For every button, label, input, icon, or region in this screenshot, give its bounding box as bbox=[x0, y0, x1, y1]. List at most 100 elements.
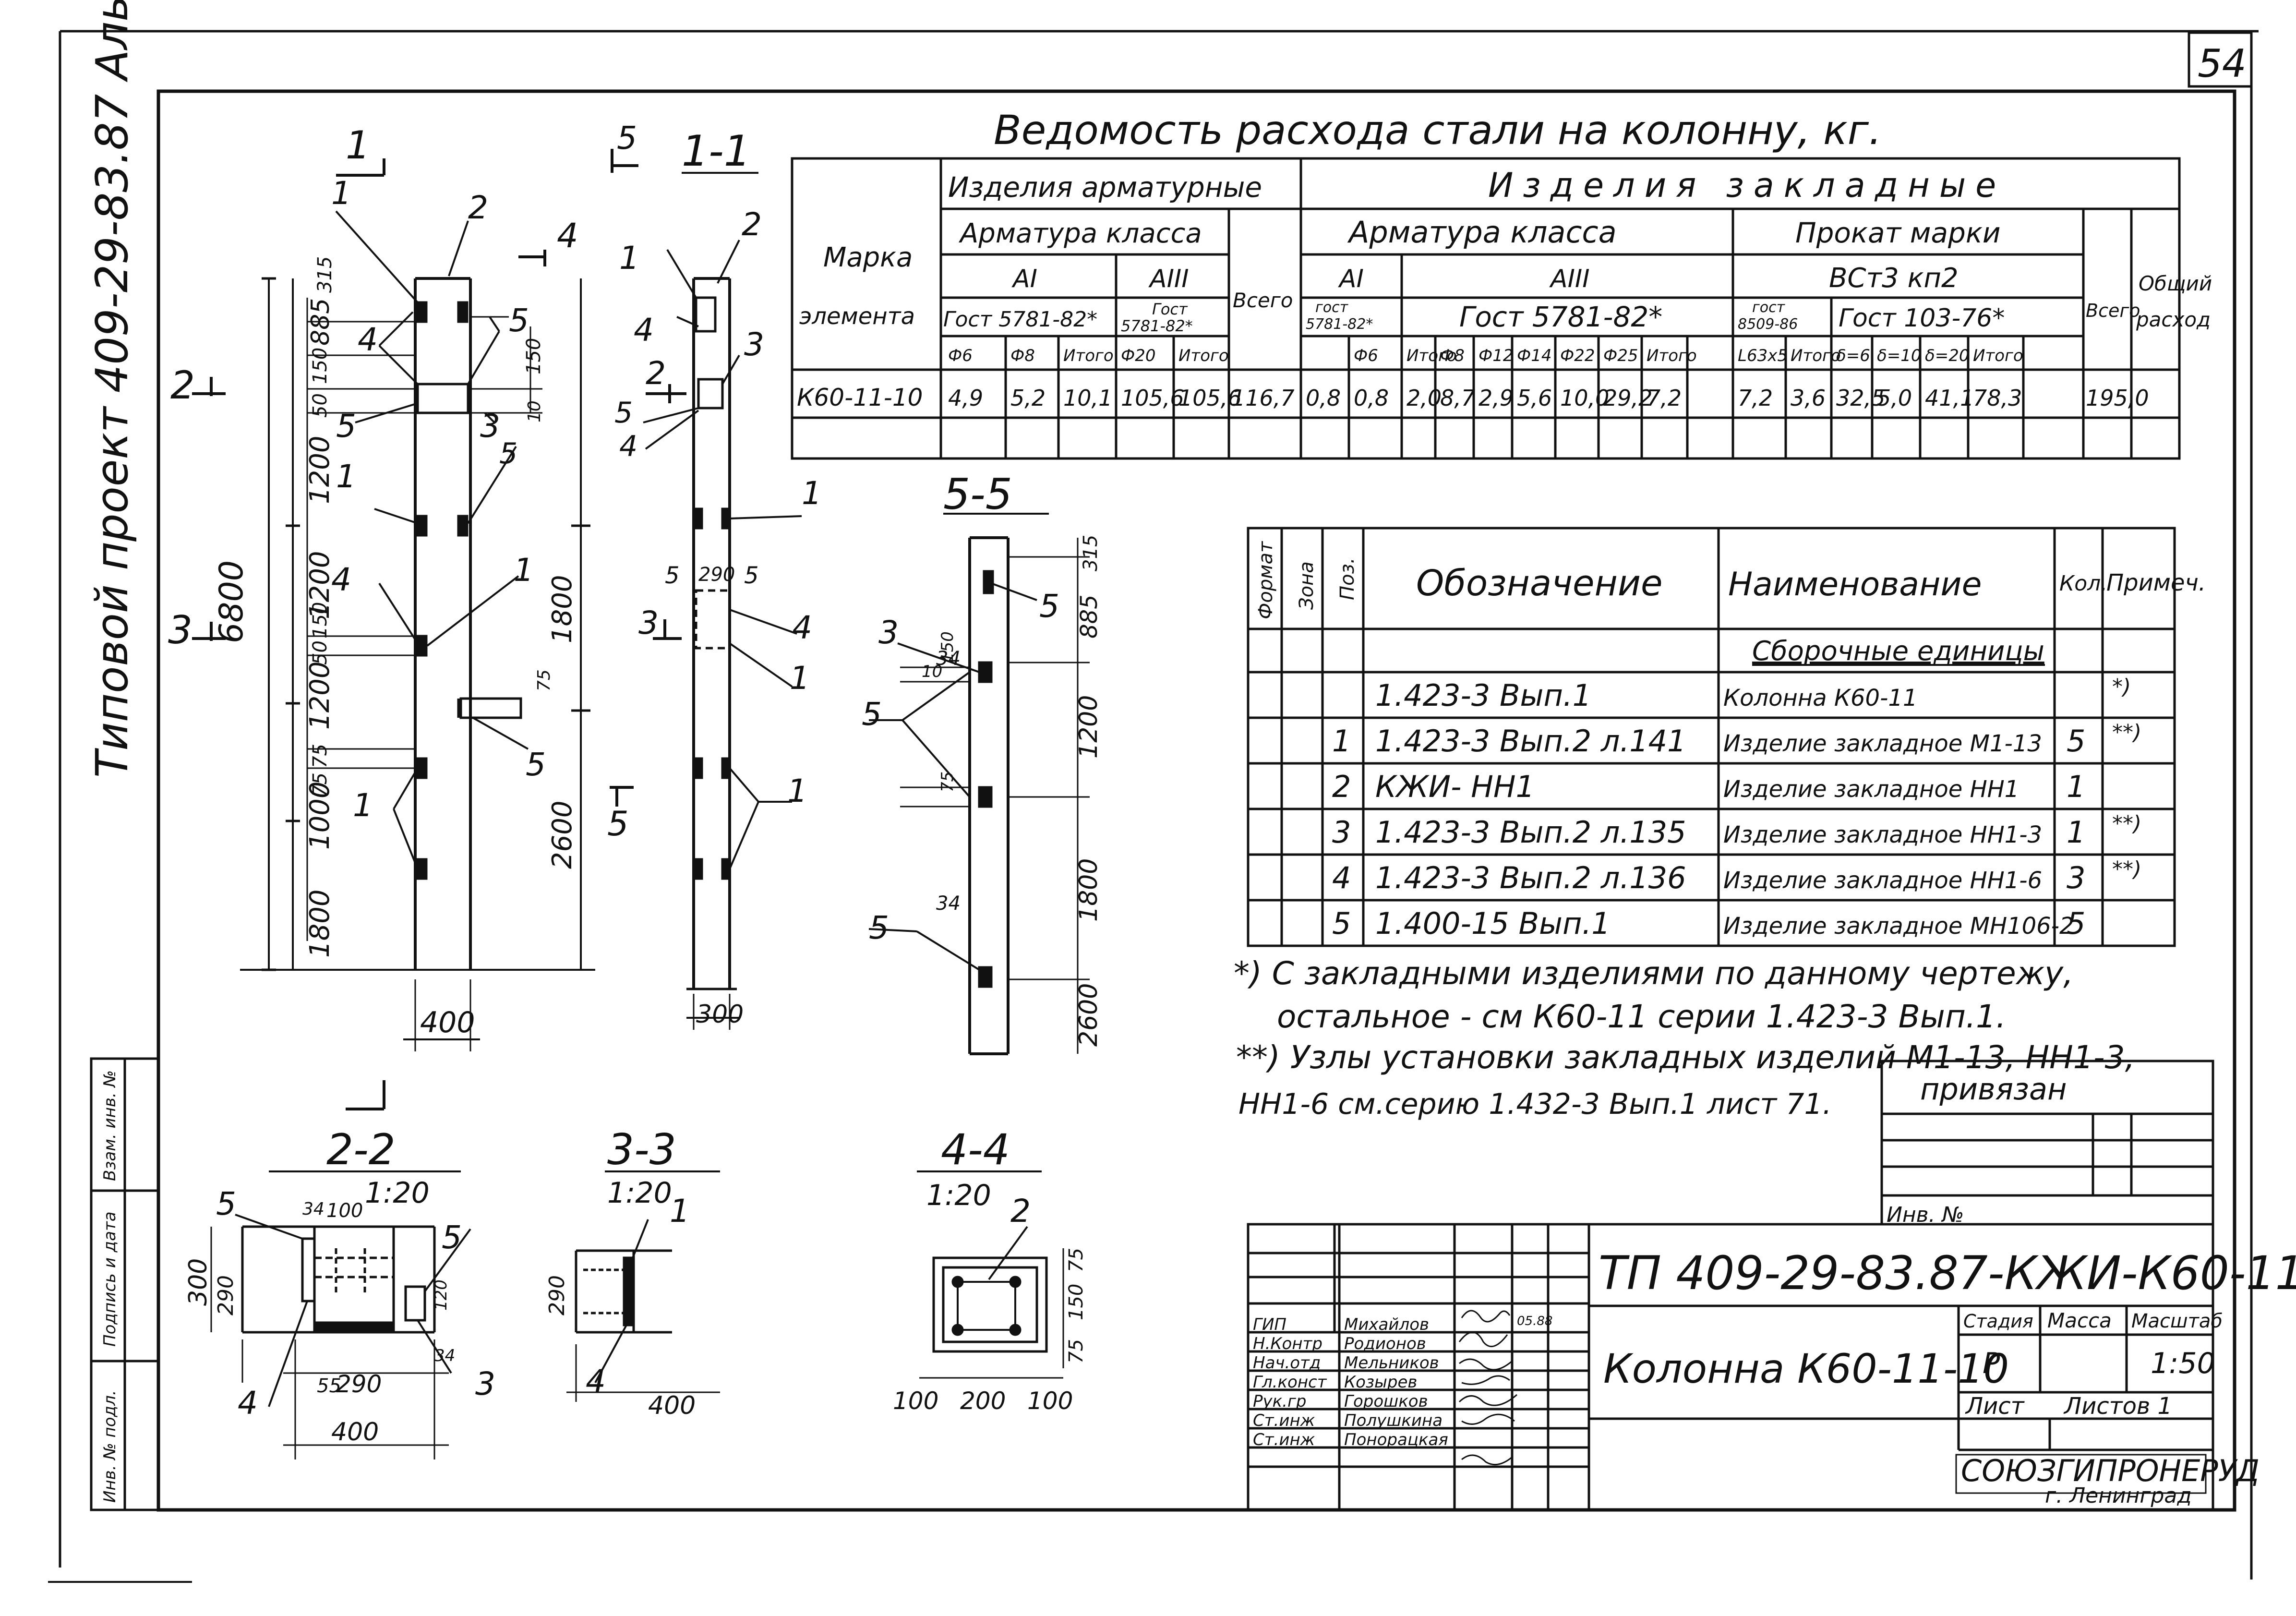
t-3: 3 bbox=[475, 1365, 495, 1402]
section-1-1-labels: 1-1 5 1 2 4 3 2 5 4 1 5 290 5 4 1 3 5 1 … bbox=[607, 120, 822, 1029]
spec-naim: Изделие закладное МН106-2 bbox=[1723, 913, 2074, 940]
f-34b: 34 bbox=[434, 1346, 455, 1365]
s22-title: 2-2 bbox=[326, 1125, 396, 1174]
row-value: 105,6 bbox=[1121, 385, 1184, 411]
h-75a: 75 bbox=[1065, 1248, 1087, 1272]
t-5b: 5 bbox=[442, 1219, 462, 1256]
s22-scale: 1:20 bbox=[365, 1176, 430, 1210]
dim-315: 315 bbox=[314, 256, 336, 293]
row-value: 5,0 bbox=[1877, 385, 1912, 411]
spec-table: Формат Зона Поз. Обозначение Наименовани… bbox=[1247, 527, 2206, 947]
row-value: 116,7 bbox=[1231, 385, 1295, 411]
q-5a: 5 bbox=[614, 396, 633, 430]
spec-naim: Изделие закладное НН1-6 bbox=[1723, 867, 2042, 894]
s11-title: 1-1 bbox=[682, 126, 751, 176]
poz-5c: 5 bbox=[499, 437, 517, 470]
sh-naim: Наименование bbox=[1728, 566, 1982, 603]
spec-naim: Изделие закладное НН1-3 bbox=[1723, 821, 2042, 848]
dim-1000: 1000 bbox=[304, 781, 336, 850]
dim-75c: 75 bbox=[534, 669, 554, 691]
h-200: 200 bbox=[960, 1387, 1006, 1415]
dim-1200b: 1200 bbox=[304, 551, 336, 619]
spec-oboz: 1.423-3 Вып.2 л.141 bbox=[1375, 724, 1686, 759]
row-value: 0,8 bbox=[1306, 385, 1341, 411]
stamp-role: Ст.инж bbox=[1253, 1411, 1315, 1430]
spec-prim: **) bbox=[2112, 720, 2141, 745]
row-value: 5,6 bbox=[1517, 385, 1552, 411]
r-3: 3 bbox=[878, 614, 899, 651]
s33-scale: 1:20 bbox=[607, 1176, 672, 1210]
e-10: 10 bbox=[922, 662, 942, 681]
s33-title: 3-3 bbox=[607, 1125, 676, 1174]
stamp-person: Горошков bbox=[1344, 1392, 1428, 1411]
row-value: 5,2 bbox=[1010, 385, 1046, 411]
row-value: 8,7 bbox=[1440, 385, 1475, 411]
subheader-cell: Итого bbox=[1973, 346, 2023, 365]
row-value: 10,0 bbox=[1560, 385, 1609, 411]
row-value: 4,9 bbox=[948, 385, 983, 411]
h-gost4: Гост 5781-82* bbox=[1459, 301, 1662, 333]
stamp-name: Колонна К60-11-10 bbox=[1603, 1345, 2009, 1392]
spec-prim: **) bbox=[2112, 811, 2141, 836]
left-signature-strip: Инв. № подл. Подпись и дата Взам. инв. № bbox=[90, 1057, 160, 1511]
f-55: 55 bbox=[317, 1375, 341, 1397]
row-marka: К60-11-10 bbox=[797, 384, 923, 411]
v-2: 2 bbox=[1010, 1193, 1031, 1230]
h-gost5a: гост bbox=[1752, 299, 1786, 316]
subheader-cell: Ф6 bbox=[948, 346, 973, 365]
h-zakl-izd: Изделия закладные bbox=[1488, 166, 2006, 205]
r-5b: 5 bbox=[862, 696, 882, 733]
q-1a: 1 bbox=[619, 240, 639, 277]
stamp-role: Ст.инж bbox=[1253, 1430, 1315, 1449]
spec-poz: 1 bbox=[1332, 724, 1351, 759]
s44-scale: 1:20 bbox=[926, 1179, 991, 1212]
title-block: ТП 409-29-83.87-КЖИ-К60-11-10 Колонна К6… bbox=[1247, 1223, 2296, 1511]
subheader-cell: Ф14 bbox=[1517, 346, 1552, 365]
h-gost2b: 5781-82* bbox=[1121, 317, 1193, 335]
h-gost6: Гост 103-76* bbox=[1839, 304, 2005, 333]
h-obsh2: расход bbox=[2136, 308, 2211, 331]
h-150: 150 bbox=[1065, 1284, 1087, 1320]
stamp-listov: Листов 1 bbox=[2063, 1393, 2172, 1420]
h-100a: 100 bbox=[893, 1387, 938, 1415]
row-value: 78,3 bbox=[1973, 385, 2022, 411]
row-value: 0,8 bbox=[1354, 385, 1389, 411]
note1a: *) С закладными изделиями по данному чер… bbox=[1234, 955, 2073, 992]
dim-1800: 1800 bbox=[304, 889, 336, 958]
spec-kol: 1 bbox=[2067, 769, 2085, 804]
f-290: 290 bbox=[214, 1275, 238, 1315]
stamp-list: Лист bbox=[1965, 1393, 2025, 1420]
dim-1800b: 1800 bbox=[547, 575, 578, 643]
subheader-cell: Ф22 bbox=[1560, 346, 1595, 365]
subheader-cell: Итого bbox=[1406, 346, 1457, 365]
dim-6800: 6800 bbox=[213, 560, 251, 643]
strip-inv-podl: Инв. № подл. bbox=[100, 1390, 120, 1503]
notes: *) С закладными изделиями по данному чер… bbox=[1234, 955, 2135, 1121]
subheader-cell: Ф8 bbox=[1010, 346, 1035, 365]
sh-format: Формат bbox=[1255, 541, 1277, 619]
poz-1d: 1 bbox=[353, 787, 373, 824]
dim-50b: 50 bbox=[309, 640, 331, 665]
h-vsego: Всего bbox=[1233, 289, 1293, 312]
h-vcst: ВСт3 кп2 bbox=[1829, 263, 1959, 294]
stamp-org2: г. Ленинград bbox=[2045, 1483, 2192, 1508]
note2b: НН1-6 см.серию 1.432-3 Вып.1 лист 71. bbox=[1238, 1087, 1832, 1121]
h-gost3a: гост bbox=[1315, 299, 1349, 316]
spec-poz: 3 bbox=[1332, 815, 1351, 850]
h-a3b: АIII bbox=[1549, 265, 1590, 293]
subheader-cell: Ф8 bbox=[1440, 346, 1465, 365]
e-1800: 1800 bbox=[1074, 858, 1103, 922]
stamp-stadia-h: Стадия bbox=[1963, 1311, 2033, 1332]
subheader-cell: Итого bbox=[1178, 346, 1229, 365]
spec-poz: 2 bbox=[1332, 769, 1351, 804]
subheader-cell: L63х5 bbox=[1738, 346, 1788, 365]
e-150: 150 bbox=[938, 631, 957, 663]
q-4a: 4 bbox=[634, 312, 654, 349]
f-400: 400 bbox=[331, 1418, 379, 1447]
row-value: 195,0 bbox=[2086, 385, 2149, 411]
e-1200: 1200 bbox=[1074, 695, 1103, 759]
section-2-2 bbox=[210, 1080, 471, 1459]
